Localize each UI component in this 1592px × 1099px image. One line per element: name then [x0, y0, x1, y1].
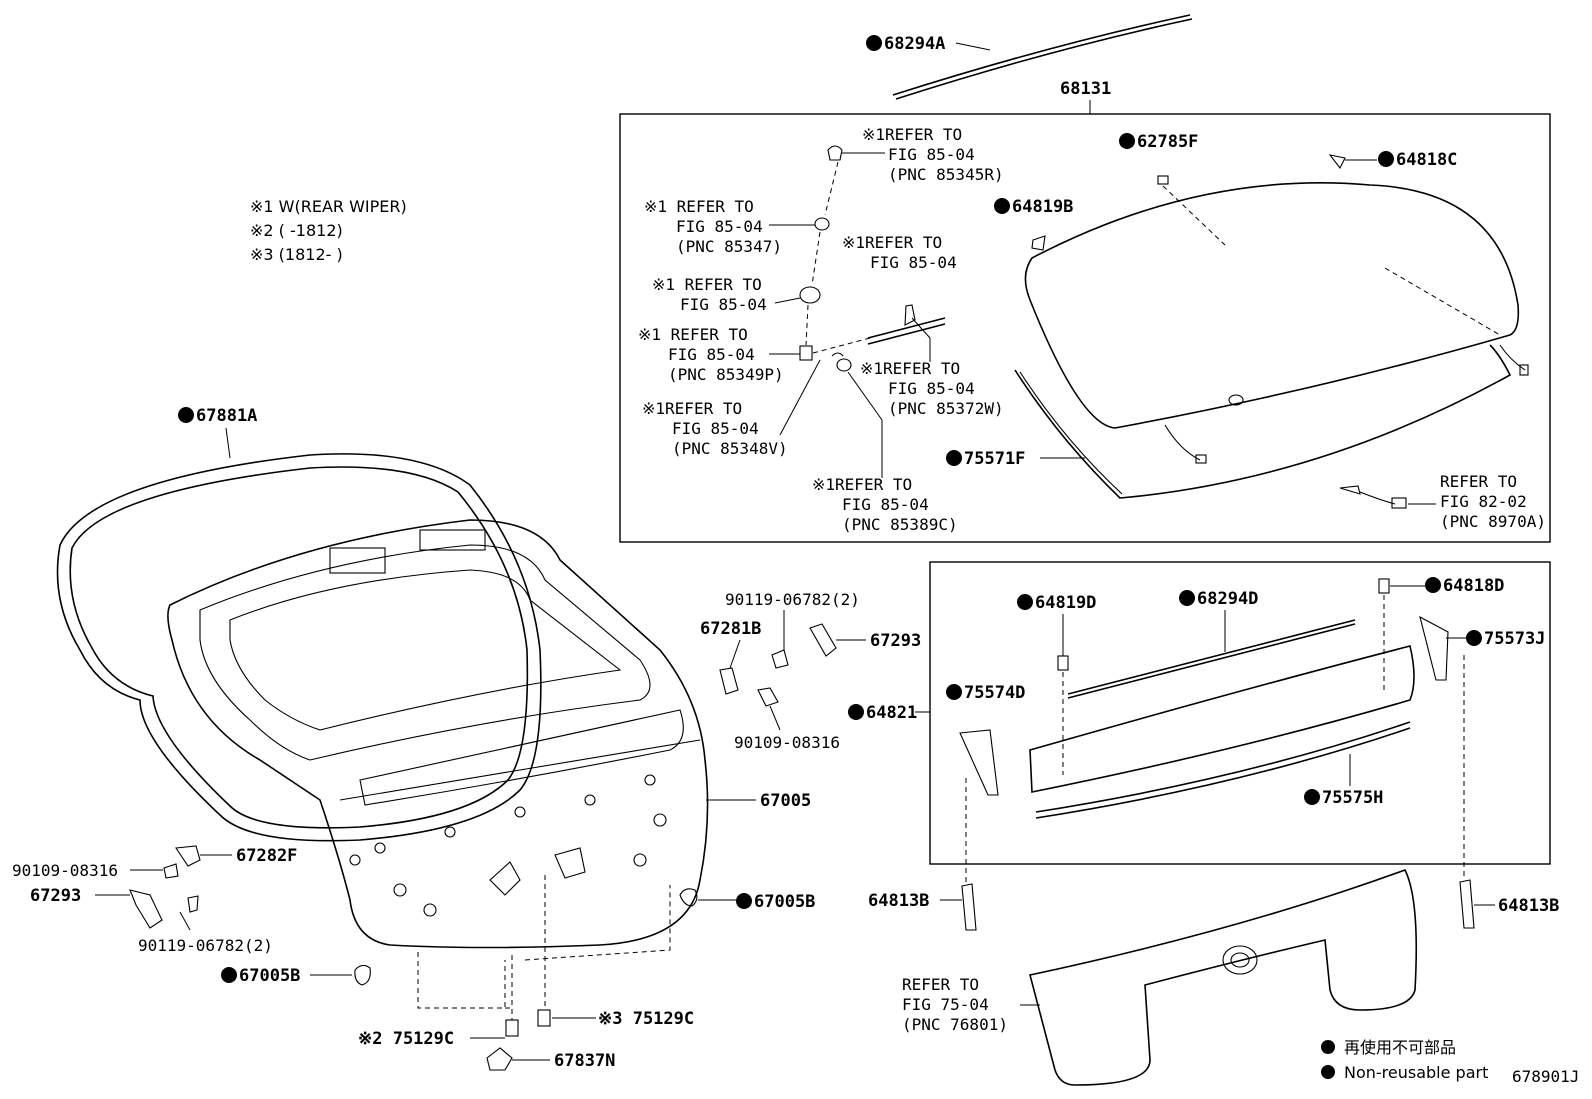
label-75575H: 75575H — [1322, 788, 1383, 808]
ref-pnc-85349P: ※1 REFER TO FIG 85-04 (PNC 85349P) — [638, 325, 784, 384]
ref-pnc-85345R: ※1REFER TO FIG 85-04 (PNC 85345R) — [862, 125, 1004, 184]
label-67837N: 67837N — [554, 1051, 615, 1071]
note-2: ※2 ( -1812) — [250, 221, 343, 240]
label-64819D: 64819D — [1035, 593, 1096, 613]
label-75573J: 75573J — [1484, 629, 1545, 649]
label-64813B-left: 64813B — [868, 891, 929, 911]
label-75571F: 75571F — [964, 449, 1025, 469]
back-glass — [1024, 182, 1520, 429]
ref-fig-85-04-b: ※1 REFER TO FIG 85-04 — [652, 275, 771, 314]
legend-en: Non-reusable part — [1344, 1063, 1488, 1082]
label-67293-left: 67293 — [30, 886, 81, 906]
label-64818C: 64818C — [1396, 150, 1457, 170]
label-67293-center: 67293 — [870, 631, 921, 651]
back-door-panel-67005 — [167, 519, 709, 949]
ref-pnc-85389C: ※1REFER TO FIG 85-04 (PNC 85389C) — [812, 475, 958, 534]
label-67005B-right: 67005B — [754, 892, 815, 912]
label-90119-06782-left: 90119-06782(2) — [138, 936, 273, 955]
seal-75571F — [1014, 344, 1512, 499]
legend-jp: 再使用不可部品 — [1344, 1038, 1456, 1057]
label-64819B: 64819B — [1012, 197, 1073, 217]
garnish-64821 — [1029, 645, 1415, 793]
diagram-id: 678901J — [1512, 1067, 1579, 1086]
ref-pnc-76801: REFER TO FIG 75-04 (PNC 76801) — [902, 975, 1008, 1034]
ref-pnc-85372W: ※1REFER TO FIG 85-04 (PNC 85372W) — [860, 359, 1004, 418]
molding-68294A — [892, 14, 1193, 100]
rear-wiper-parts — [799, 145, 946, 372]
note-3: ※3 (1812- ) — [250, 245, 343, 264]
label-64813B-right: 64813B — [1498, 896, 1559, 916]
group-box-68131 — [619, 113, 1551, 543]
label-67005B-left: 67005B — [239, 966, 300, 986]
weatherstrip-67881A — [56, 453, 542, 842]
label-68294D: 68294D — [1197, 589, 1258, 609]
label-64821: 64821 — [866, 703, 917, 723]
label-64818D: 64818D — [1443, 576, 1504, 596]
label-75129C-3: ※3 75129C — [598, 1009, 694, 1029]
label-68294A: 68294A — [884, 34, 945, 54]
label-75574D: 75574D — [964, 683, 1025, 703]
label-67881A: 67881A — [196, 406, 257, 426]
label-90109-08316-left: 90109-08316 — [12, 861, 118, 880]
label-68131: 68131 — [1060, 79, 1111, 99]
label-90109-08316-center: 90109-08316 — [734, 733, 840, 752]
label-67282F: 67282F — [236, 846, 297, 866]
label-62785F: 62785F — [1137, 132, 1198, 152]
group-box-garnish — [929, 561, 1551, 865]
ref-fig-82-02: REFER TO FIG 82-02 (PNC 8970A) — [1440, 472, 1546, 531]
ref-fig-85-04-a: ※1REFER TO FIG 85-04 — [842, 233, 957, 272]
ref-pnc-85347: ※1 REFER TO FIG 85-04 (PNC 85347) — [644, 197, 782, 256]
label-90119-06782-top: 90119-06782(2) — [725, 590, 860, 609]
label-67281B: 67281B — [700, 619, 761, 639]
label-67005: 67005 — [760, 791, 811, 811]
lower-garnish — [1029, 869, 1418, 1086]
label-75129C-2: ※2 75129C — [358, 1029, 454, 1049]
note-1: ※1 W(REAR WIPER) — [250, 197, 407, 216]
ref-pnc-85348V: ※1REFER TO FIG 85-04 (PNC 85348V) — [642, 399, 788, 458]
